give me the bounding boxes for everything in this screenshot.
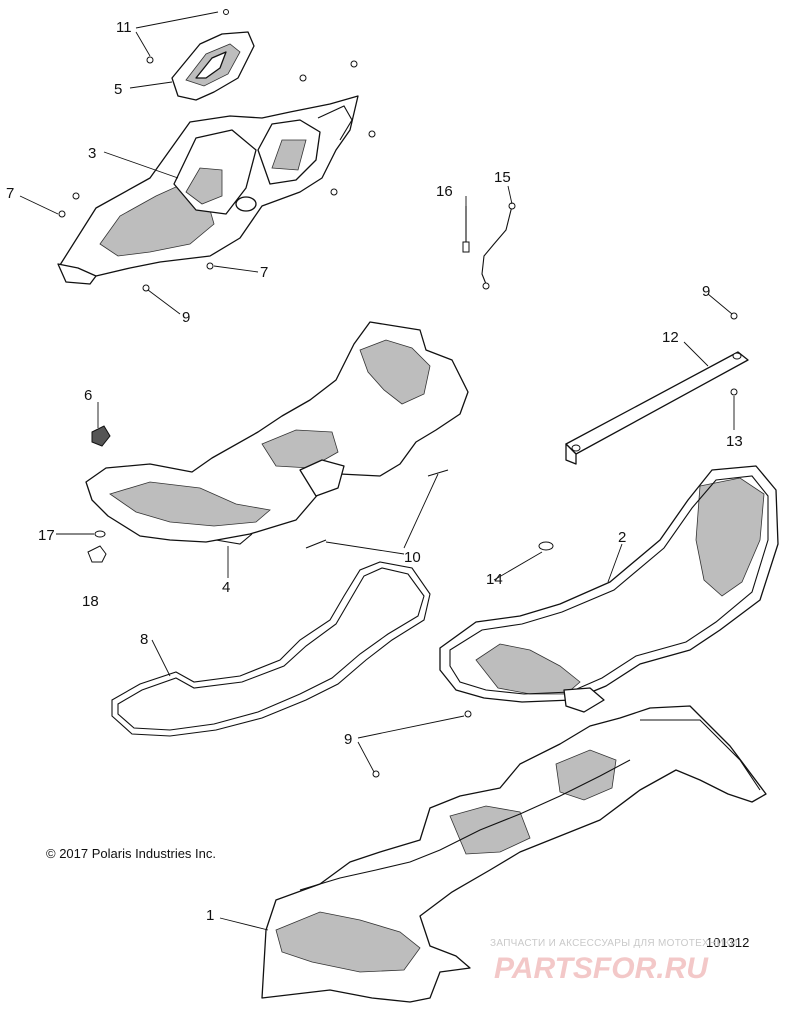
callout-3: 3 xyxy=(88,145,96,162)
part-10-pins xyxy=(305,469,449,549)
callout-10: 10 xyxy=(404,549,421,566)
callout-15: 15 xyxy=(494,169,511,186)
leader-lines xyxy=(19,11,735,931)
part-5-bracket xyxy=(171,31,255,101)
part-8-seal xyxy=(111,561,431,737)
callout-14: 14 xyxy=(486,571,503,588)
callout-9c: 9 xyxy=(344,731,352,748)
part-15-16-harness xyxy=(462,202,516,290)
watermark-logo: PARTSFOR.RU xyxy=(494,952,709,985)
callout-11: 11 xyxy=(116,19,132,36)
callout-7b: 7 xyxy=(260,264,268,281)
callout-9b: 9 xyxy=(702,283,710,300)
fasteners xyxy=(58,9,738,778)
callout-labels: 1 2 3 4 5 6 7 7 8 9 9 9 10 11 12 13 14 1… xyxy=(6,19,743,924)
callout-1: 1 xyxy=(206,907,214,924)
part-3-upper-shroud xyxy=(57,95,359,285)
callout-7a: 7 xyxy=(6,185,14,202)
diagram-id: 101312 xyxy=(706,935,749,950)
part-1-lower-frame xyxy=(261,705,767,1003)
callout-13: 13 xyxy=(726,433,743,450)
callout-12: 12 xyxy=(662,329,679,346)
callout-5: 5 xyxy=(114,81,122,98)
part-4-floor-panel xyxy=(85,321,469,545)
copyright-text: © 2017 Polaris Industries Inc. xyxy=(46,846,216,861)
callout-17: 17 xyxy=(38,527,55,544)
callout-9a: 9 xyxy=(182,309,190,326)
watermark-tagline: ЗАПЧАСТИ И АКСЕССУАРЫ ДЛЯ МОТОТЕХНИКИ xyxy=(490,938,738,949)
part-12-strap xyxy=(565,351,749,465)
callout-18: 18 xyxy=(82,593,99,610)
callout-8: 8 xyxy=(140,631,148,648)
callout-6: 6 xyxy=(84,387,92,404)
callout-2: 2 xyxy=(618,529,626,546)
callout-4: 4 xyxy=(222,579,230,596)
part-2-tub xyxy=(439,465,779,713)
callout-16: 16 xyxy=(436,183,453,200)
